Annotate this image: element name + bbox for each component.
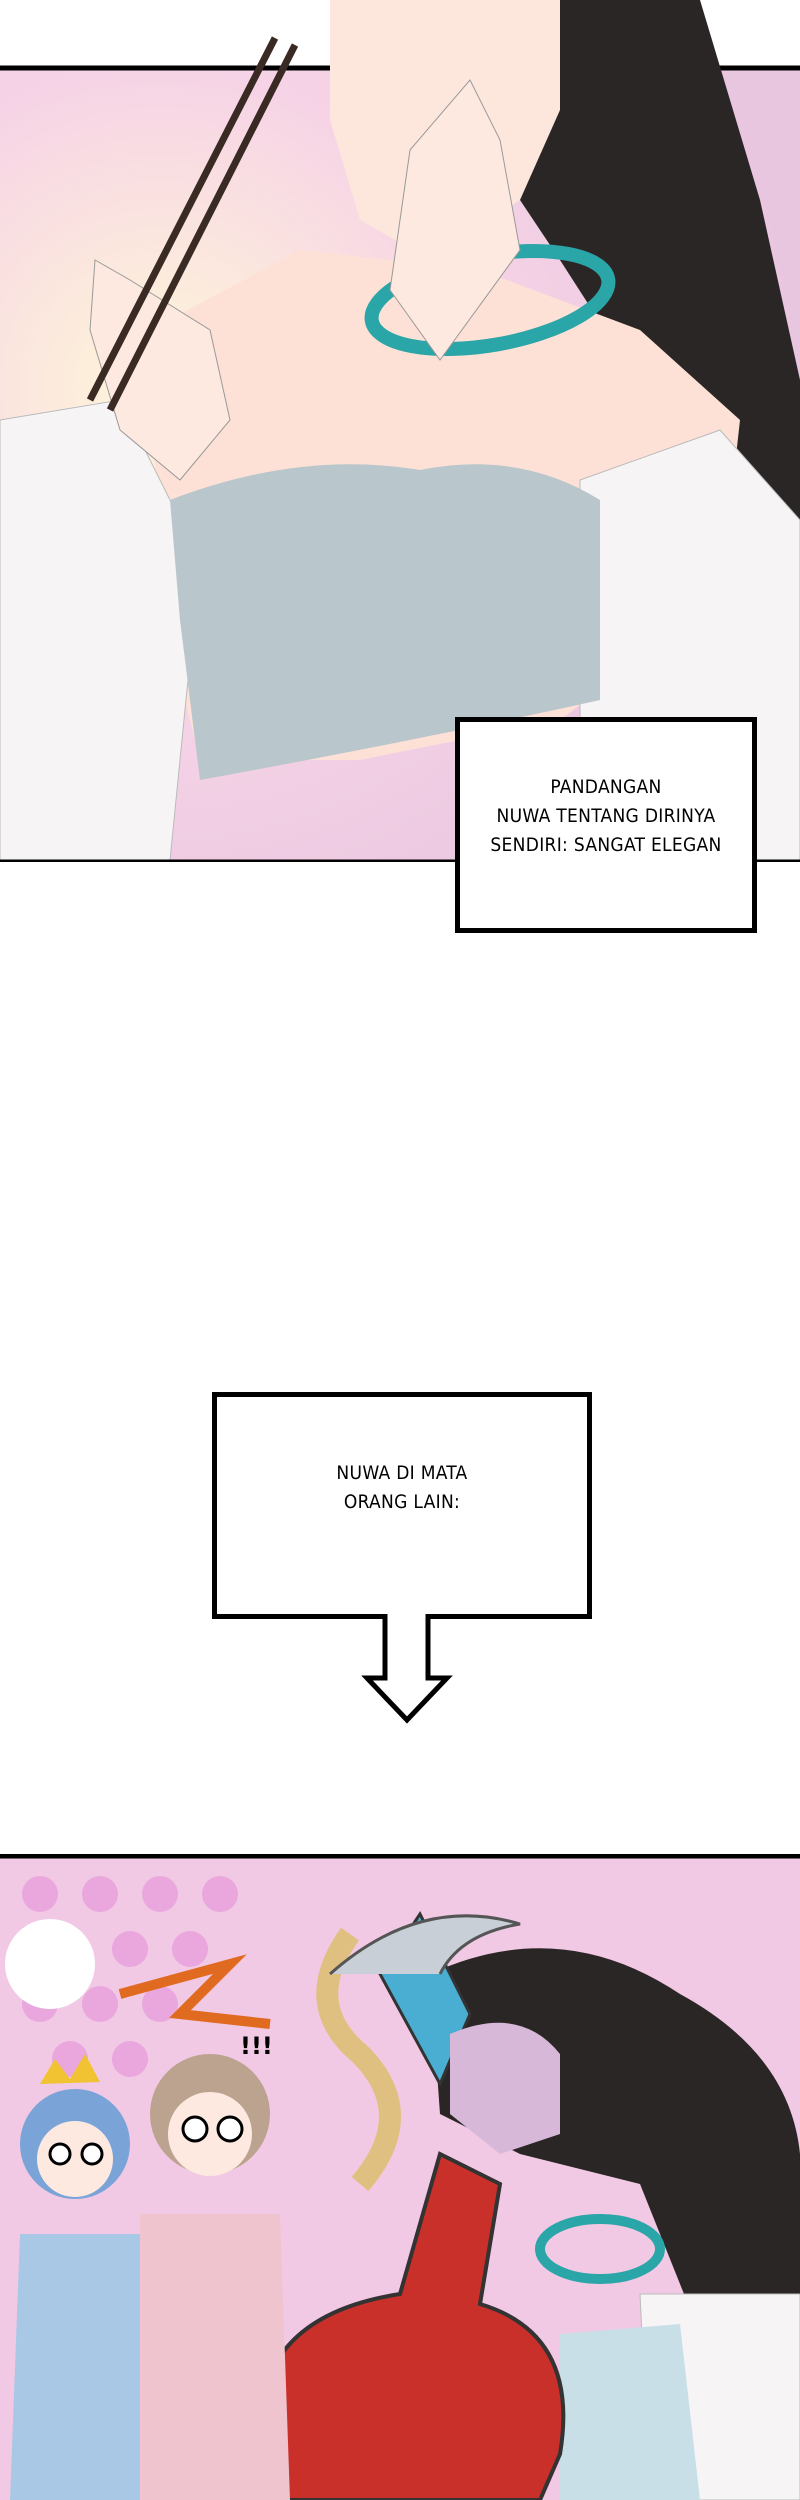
caption-line: SENDIRI: SANGAT ELEGAN (490, 833, 722, 856)
panel-elegant-nuwa (0, 0, 800, 862)
caption-line: NUWA TENTANG DIRINYA (496, 804, 716, 827)
illustration-gluttonous-nuwa: !!! (0, 1854, 800, 2500)
illustration-elegant-nuwa (0, 0, 800, 862)
sfx-exclamation: !!! (240, 2032, 273, 2060)
caption-box-others-view: NUWA DI MATA ORANG LAIN: (212, 1392, 592, 1619)
caption-box-self-view: PANDANGAN NUWA TENTANG DIRINYA SENDIRI: … (455, 717, 757, 933)
caption-line: PANDANGAN (550, 775, 662, 798)
caption-line: NUWA DI MATA (336, 1461, 468, 1484)
caption-line: ORANG LAIN: (343, 1490, 461, 1513)
down-arrow-icon (361, 1612, 453, 1724)
panel-gluttonous-nuwa: !!! (0, 1854, 800, 2500)
